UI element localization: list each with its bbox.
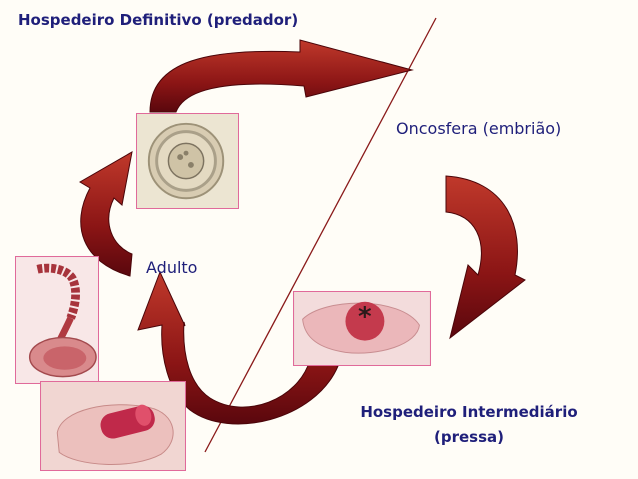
scolex-photo (40, 381, 186, 471)
divider-line (204, 17, 437, 453)
oncosphere-label: Oncosfera (embrião) (396, 119, 562, 138)
intermediate-host-label: Hospedeiro Intermediário (pressa) (316, 400, 622, 450)
adult-worm-photo (15, 256, 99, 384)
intermediate-host-line1: Hospedeiro Intermediário (360, 403, 578, 421)
adult-label: Adulto (146, 258, 198, 277)
arrow-top (149, 39, 414, 113)
cyst-photo: * (293, 291, 431, 366)
cyst-marker: * (358, 302, 372, 332)
egg-photo (136, 113, 239, 209)
arrow-bottom (137, 270, 339, 425)
arrow-right (445, 175, 526, 340)
definitive-host-label: Hospedeiro Definitivo (predador) (18, 11, 299, 29)
intermediate-host-line2: (pressa) (434, 428, 504, 446)
arrow-left (79, 151, 133, 277)
